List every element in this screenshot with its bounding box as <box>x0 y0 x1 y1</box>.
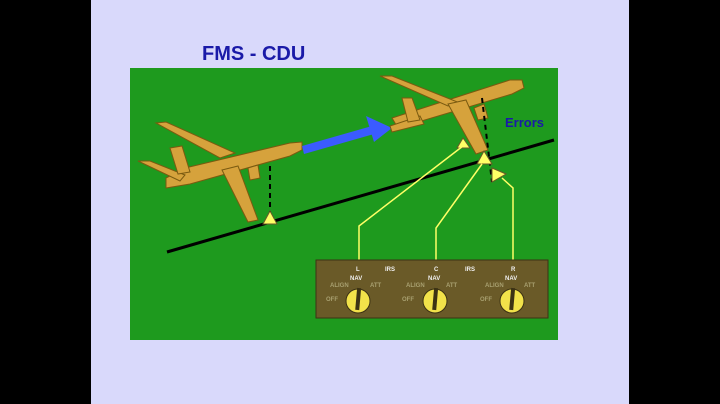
irs-mode-panel: IRS IRS L NAV ALIGN ATT OFF C NAV ALIGN … <box>315 259 549 319</box>
irs-left-connector <box>358 145 464 260</box>
aircraft-actual-position <box>137 121 303 223</box>
fms-cdu-diagram: Errors IRS IRS L NAV ALIGN ATT OFF C NAV… <box>130 68 558 340</box>
irs-unit-right-nav: NAV <box>505 276 517 282</box>
slide-title: FMS - CDU <box>202 43 306 65</box>
irs-unit-left: L NAV ALIGN ATT OFF <box>326 267 382 314</box>
transition-arrow <box>302 116 392 154</box>
flight-path-line <box>166 138 555 254</box>
irs-unit-center-att: ATT <box>446 283 458 289</box>
irs-unit-center-id: C <box>434 267 439 273</box>
irs-right-marker <box>491 167 508 183</box>
irs-unit-left-align: ALIGN <box>330 283 349 289</box>
irs-unit-right: R NAV ALIGN ATT OFF <box>480 267 536 314</box>
irs-label-1: IRS <box>385 267 395 273</box>
irs-unit-right-align: ALIGN <box>485 283 504 289</box>
irs-unit-left-att: ATT <box>370 283 382 289</box>
aircraft-computed-position <box>379 75 525 155</box>
irs-left-marker <box>456 137 471 149</box>
irs-center-marker <box>476 149 493 165</box>
irs-unit-left-off: OFF <box>326 297 338 303</box>
irs-connector-lines <box>358 145 514 260</box>
irs-right-connector <box>501 177 514 260</box>
irs-center-connector <box>435 163 483 260</box>
irs-unit-right-off: OFF <box>480 297 492 303</box>
irs-unit-center-knob-pointer <box>432 287 439 311</box>
irs-unit-right-id: R <box>511 267 516 273</box>
irs-unit-left-id: L <box>356 267 360 273</box>
irs-unit-center: C NAV ALIGN ATT OFF <box>402 267 458 314</box>
irs-unit-right-knob-pointer <box>509 287 516 311</box>
irs-unit-left-nav: NAV <box>350 276 362 282</box>
errors-label: Errors <box>505 115 544 130</box>
irs-label-2: IRS <box>465 267 475 273</box>
irs-unit-left-knob-pointer <box>355 287 362 311</box>
irs-unit-center-off: OFF <box>402 297 414 303</box>
left-position-marker <box>262 209 278 225</box>
irs-unit-center-nav: NAV <box>428 276 440 282</box>
irs-unit-center-align: ALIGN <box>406 283 425 289</box>
irs-unit-right-att: ATT <box>524 283 536 289</box>
